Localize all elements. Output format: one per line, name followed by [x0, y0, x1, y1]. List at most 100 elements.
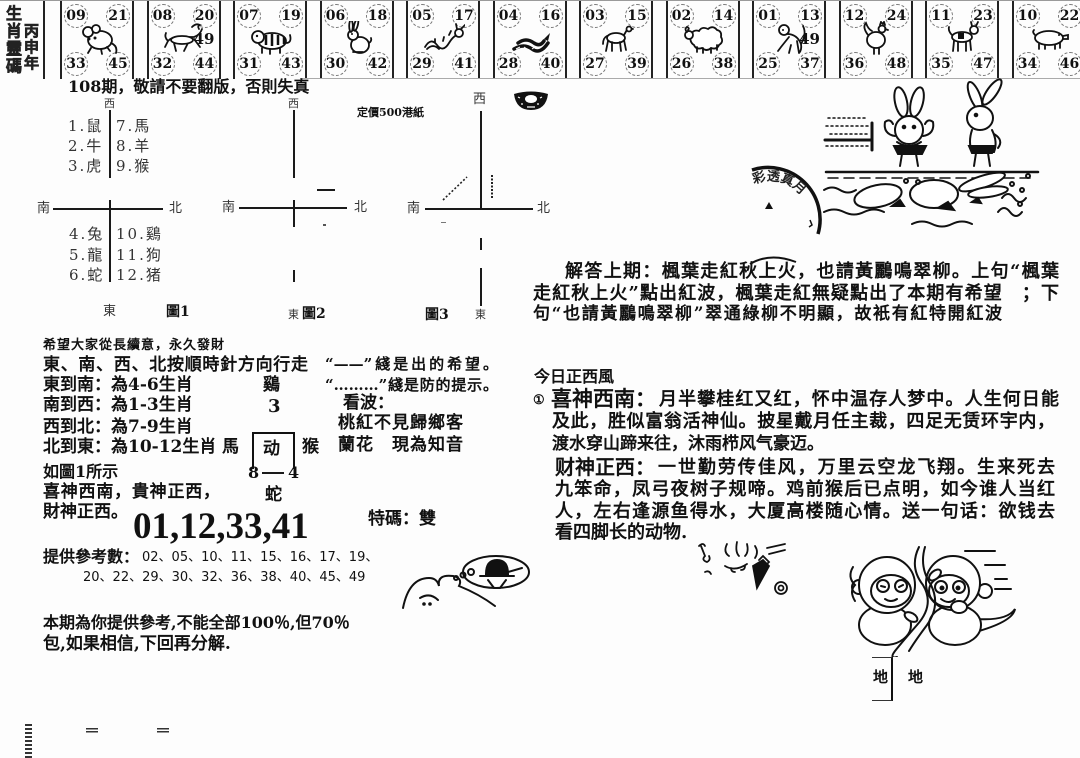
zodiac-list-item: 12.猪: [116, 266, 163, 284]
ox-icon: [162, 21, 206, 55]
zodiac-list-item: 5.龍: [69, 246, 105, 264]
caishen-line-4: 看四脚长的动物.: [555, 522, 688, 543]
direction-west: 西: [288, 97, 299, 110]
zodiac-number: 09: [64, 4, 88, 28]
main-numbers: 01,12,33,41: [133, 506, 309, 547]
zodiac-number: 13: [798, 4, 822, 28]
zodiac-number: 19: [279, 4, 303, 28]
monkey-icon: [767, 21, 811, 55]
rat-icon: [75, 21, 119, 55]
strip-title: 生肖靈碼: [3, 5, 23, 76]
dreaming-figure-illustration: [402, 555, 530, 609]
zodiac-list-item: 2.牛: [68, 137, 104, 155]
zodiac-list-item: 6.蛇: [69, 266, 105, 284]
monkeys-illustration: [849, 546, 1016, 657]
puzzle-top: 鷄: [263, 375, 280, 395]
caishen-line-3: 人，左右逢源鱼得水，大厦高楼随心情。送一句话：欲钱去: [555, 501, 1055, 522]
dotted-hint-lines: [442, 175, 493, 201]
zodiac-number: 24: [884, 4, 909, 28]
axis-line: [425, 208, 533, 210]
publisher-logo-icon: [514, 91, 548, 110]
rabbit-pool-illustration: [823, 78, 1040, 228]
puzzle-right: 猴: [302, 437, 319, 457]
caishen-label: 财神正西：: [555, 455, 655, 479]
scan-mark: [157, 728, 169, 734]
answer-line-2: 走紅秋上火”點出紅波，楓葉走紅無疑點出了本期有希望 ；下: [533, 283, 1059, 304]
svg-text:彩透真月: 彩透真月: [750, 169, 809, 198]
zodiac-number: 37: [798, 52, 822, 76]
zodiac-number: 28: [496, 52, 521, 76]
zodiac-number: 12: [842, 4, 867, 28]
stamp-text: 彩透真月: [750, 169, 809, 198]
pencil-face-sketch: [698, 541, 788, 595]
gods-line-1: 喜神西南，貴神正西，: [43, 482, 220, 502]
handwritten-arc-mark: [749, 256, 797, 265]
dragon-icon: [421, 21, 466, 55]
direction-east: 東: [475, 308, 486, 321]
zodiac-list-item: 7.馬: [116, 117, 152, 135]
zodiac-number: 29: [410, 52, 434, 76]
rooster-icon: [854, 19, 898, 55]
copyright-notice: 108期，敬請不要翻版，否則失真: [68, 77, 310, 96]
puzzle-left: 馬: [222, 437, 239, 457]
zodiac-number: 41: [452, 52, 476, 76]
dash-mark: [441, 222, 446, 223]
rule-north-east: 北到東：為10-12生肖: [43, 437, 217, 457]
see-figure-note: 如圖1所示: [43, 462, 119, 481]
zodiac-number: 35: [929, 52, 953, 76]
zodiac-number: 20: [192, 4, 217, 28]
zodiac-number: 26: [669, 52, 694, 76]
zodiac-number: 46: [1057, 52, 1080, 76]
strip-bottom-rule: [300, 78, 1080, 79]
axis-line: [480, 111, 482, 209]
zodiac-number: 33: [64, 52, 88, 76]
direction-south: 南: [222, 200, 236, 215]
tiger-icon: [248, 21, 292, 55]
wave-hint-line-1: 桃紅不見歸鄉客: [338, 413, 463, 433]
zodiac-number: 44: [192, 52, 217, 76]
zodiac-number: 47: [971, 52, 995, 76]
wish-text: 希望大家從長續意，永久發財: [43, 338, 226, 353]
reference-label: 提供參考數：: [43, 547, 140, 566]
goat-icon: [681, 21, 725, 55]
zodiac-number: 23: [971, 4, 995, 28]
xishen-label: 喜神西南：: [551, 386, 656, 411]
axis-line: [293, 110, 295, 178]
zodiac-number: 03: [583, 4, 607, 28]
zodiac-number: 36: [842, 52, 867, 76]
zodiac-number: 38: [711, 52, 736, 76]
axis-line: [53, 208, 163, 210]
direction-east: 東: [103, 304, 117, 319]
zodiac-number: 25: [756, 52, 780, 76]
caishen-line-1: 一世勤劳传佳风，万里云空龙飞翔。生来死去: [658, 457, 1055, 478]
legend-solid-line: “——”綫是出的希望。: [325, 355, 498, 373]
axis-line: [293, 270, 295, 282]
puzzle-bottom-left: 8: [248, 463, 260, 482]
earth-label: 地: [908, 668, 924, 686]
direction-west: 西: [104, 97, 115, 110]
direction-south: 南: [407, 201, 421, 216]
zodiac-number: 43: [279, 52, 303, 76]
zodiac-number: 16: [538, 4, 563, 28]
puzzle-bottom-right: 4: [288, 463, 300, 482]
puzzle-box-char: 动: [263, 439, 280, 459]
special-code: 特碼：雙: [368, 509, 436, 529]
direction-north: 北: [537, 201, 551, 216]
zodiac-number: 48: [884, 52, 909, 76]
rabbit-icon: [335, 18, 379, 55]
zodiac-list-item: 8.羊: [116, 137, 152, 155]
strip-label-box: 生肖靈碼 丙申年: [0, 1, 45, 79]
item-marker: ①: [533, 393, 545, 408]
pig-icon: [1027, 21, 1071, 55]
zodiac-number: 15: [625, 4, 649, 28]
zodiac-number: 04: [496, 4, 521, 28]
zodiac-number: 42: [365, 52, 390, 76]
reference-numbers-row-1: 02、05、10、11、15、16、17、19、: [142, 550, 379, 565]
zodiac-number: 17: [452, 4, 476, 28]
